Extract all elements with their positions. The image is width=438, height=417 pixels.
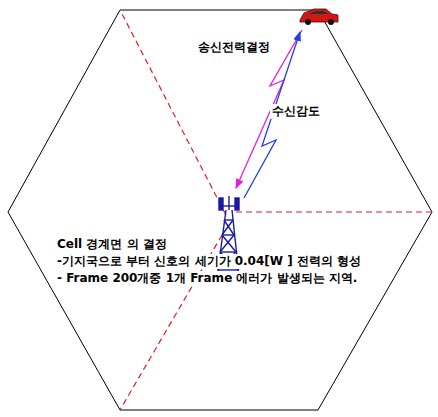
car-icon [300, 9, 338, 25]
sector-lines [120, 10, 432, 410]
note-line: -기지국으로 부터 신호의 세기가 0.04[W ] 전력의 형성 [55, 254, 363, 269]
note-line: - Frame 200개중 1개 Frame 에러가 발생되는 지역. [55, 271, 359, 286]
arrow-label: 송신전력결정 [196, 40, 272, 55]
cell-hexagon [8, 10, 432, 410]
arrow-label: 수신감도 [270, 104, 322, 119]
note-heading: Cell 경계면 의 결정 [55, 237, 169, 252]
